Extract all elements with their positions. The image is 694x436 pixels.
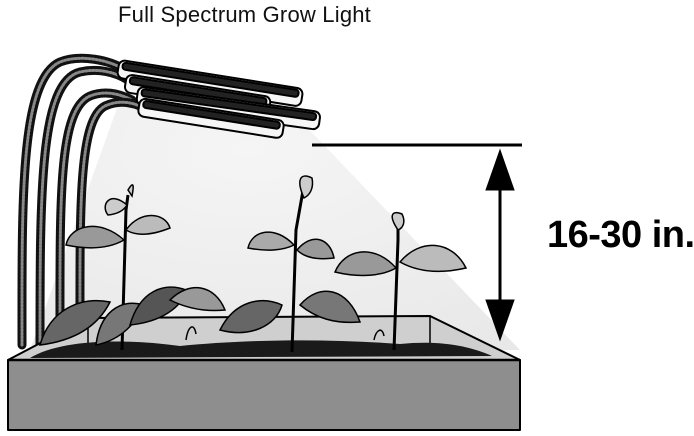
double-arrow-icon	[312, 143, 522, 342]
led-light-bar-icon	[116, 59, 321, 139]
diagram-title: Full Spectrum Grow Light	[118, 2, 371, 27]
gooseneck-arm-icon	[17, 53, 145, 350]
soil	[30, 340, 492, 358]
planter-tray-icon	[7, 315, 521, 431]
seedling-icon	[38, 175, 468, 353]
height-range-label: 16-30 in.	[547, 214, 694, 256]
